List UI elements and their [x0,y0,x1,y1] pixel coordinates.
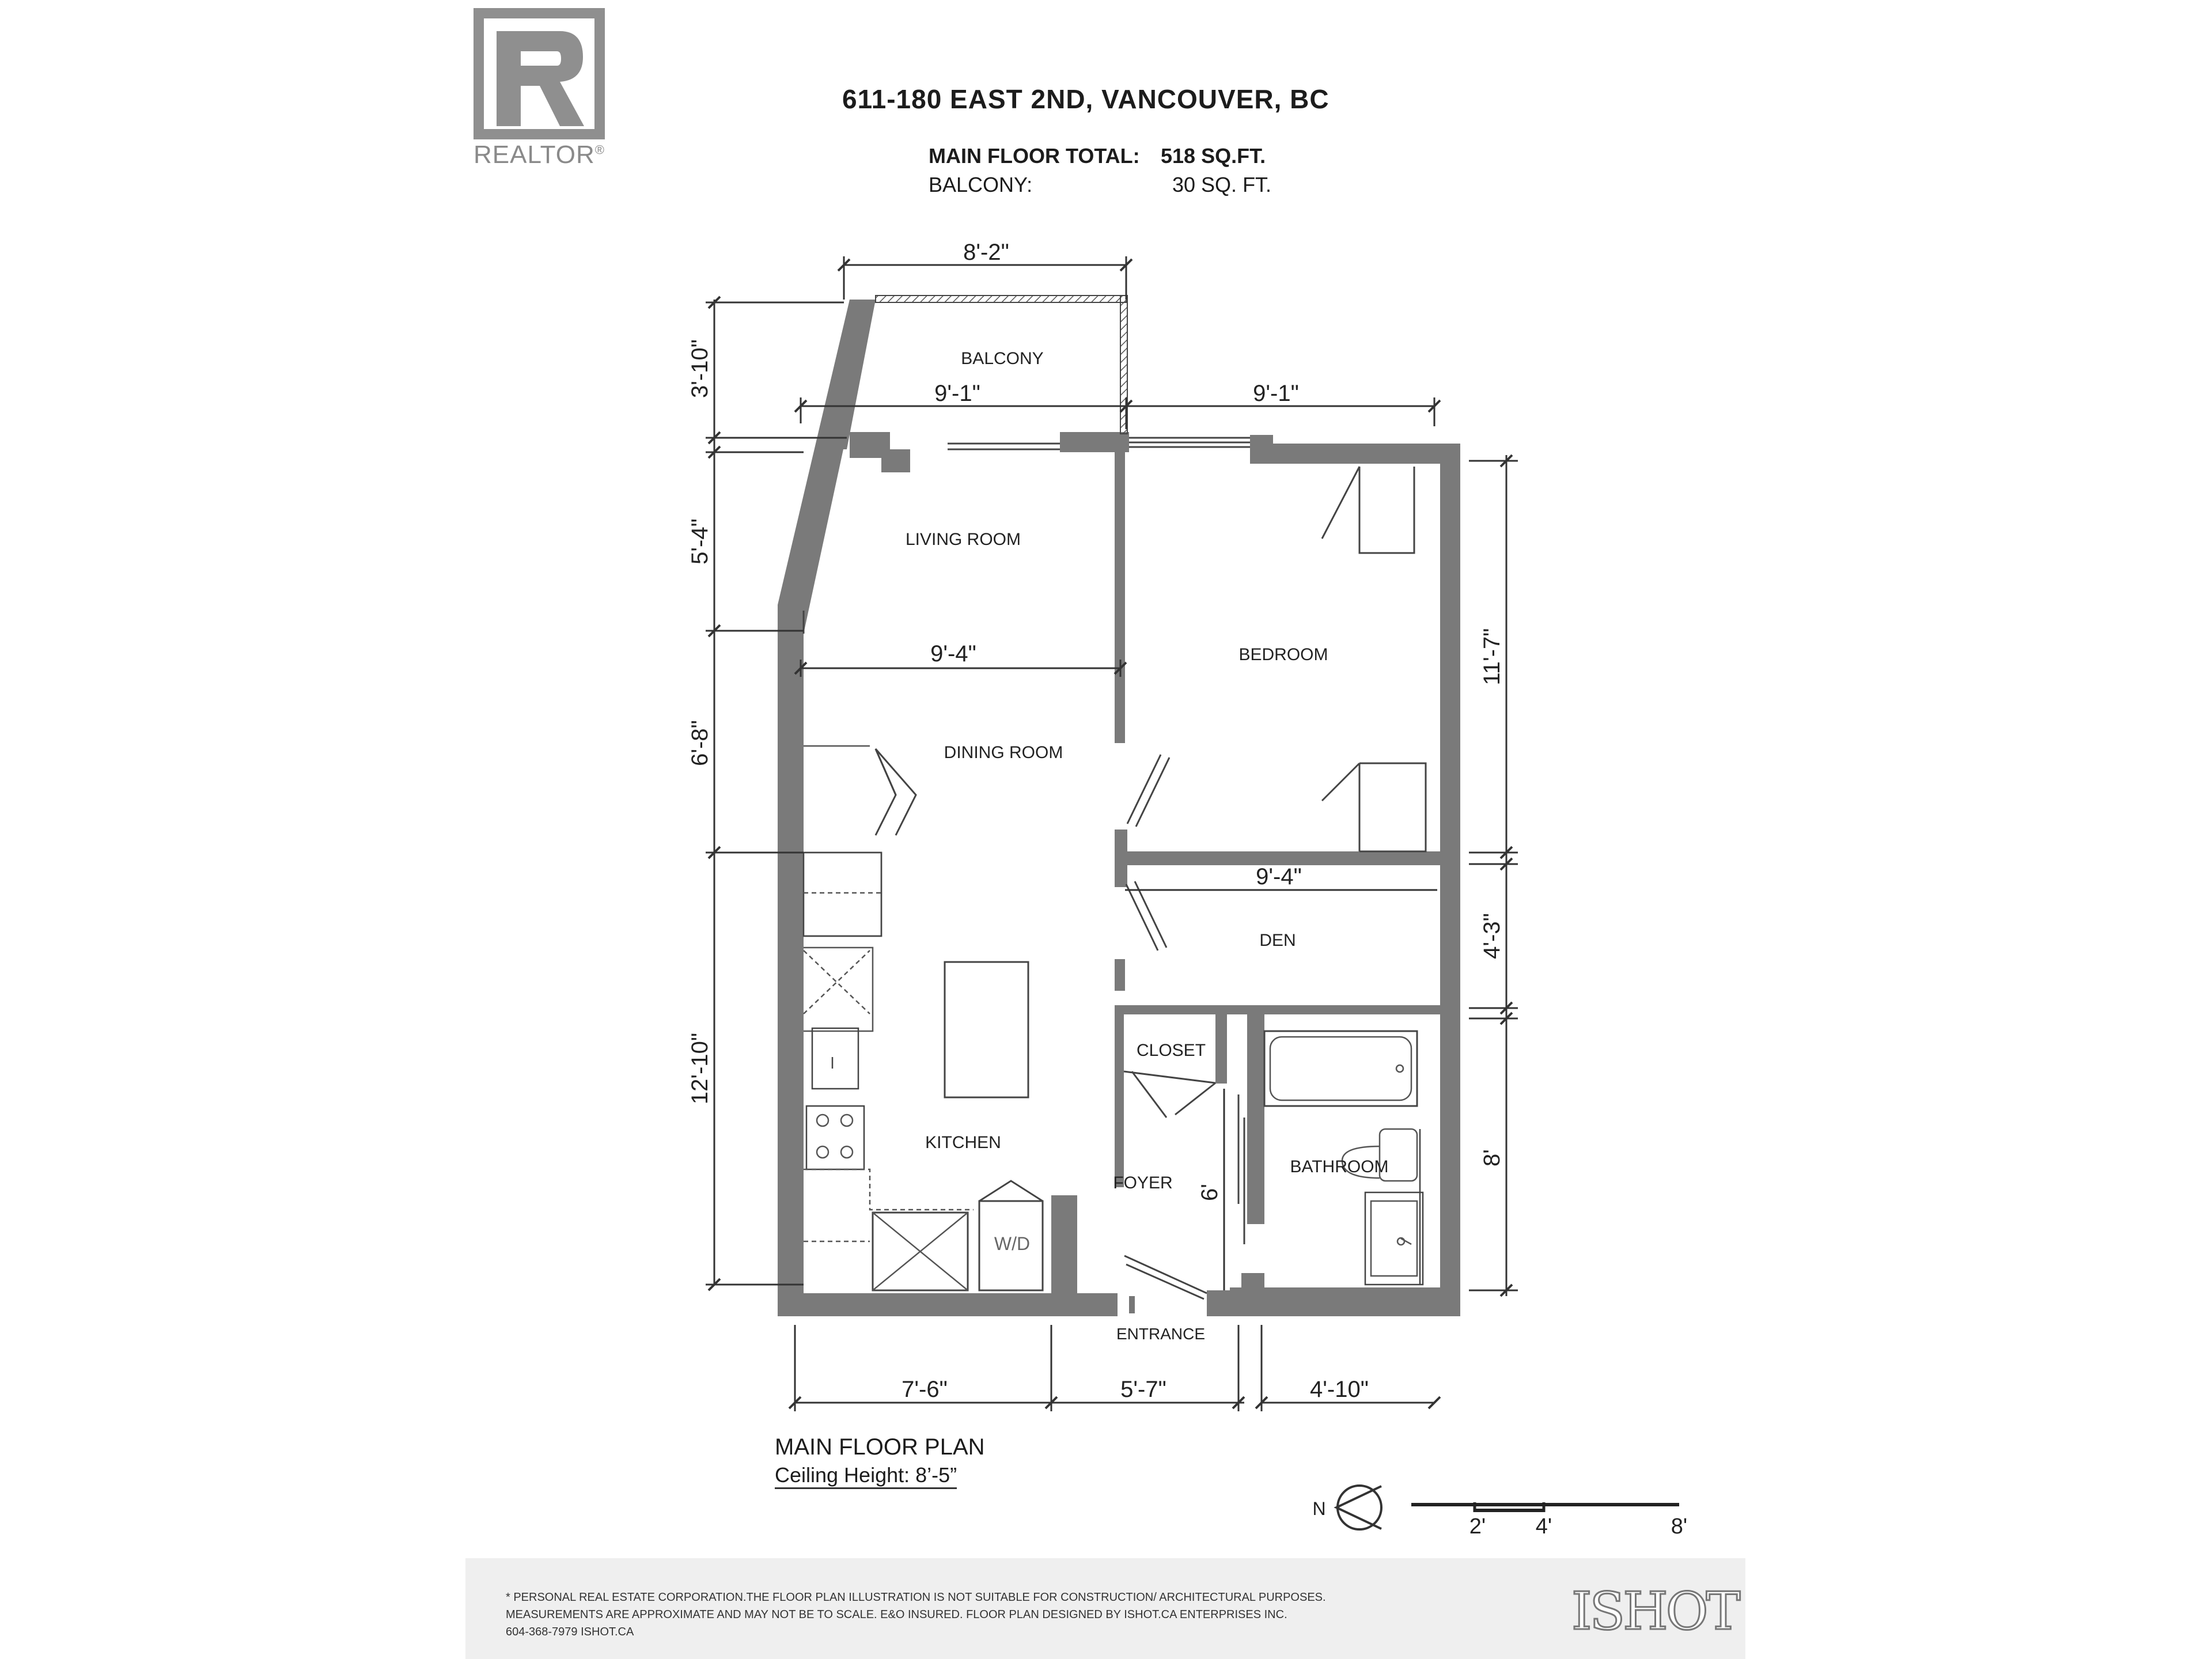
ceiling-height: Ceiling Height: 8’-5” [775,1463,957,1489]
scale-tick-2: 2' [1469,1514,1486,1539]
dim-dining-width: 9'-4" [930,641,976,666]
dim-balcony-width: 8'-2" [963,240,1009,265]
north-arrow-icon: N [1312,1484,1382,1531]
label-wd: W/D [994,1233,1030,1254]
balcony-area-label: BALCONY: [929,173,1033,196]
dim-foyer-depth: 6' [1197,1184,1222,1201]
dim-bedroom-depth: 11'-7" [1479,628,1505,685]
room-label-den: DEN [1259,931,1296,950]
balcony-area-value: 30 SQ. FT. [1172,173,1272,196]
dim-balcony-depth: 3'-10" [687,339,713,398]
ishot-logo: ISHOT [1571,1581,1742,1643]
footer: * PERSONAL REAL ESTATE CORPORATION.THE F… [465,1558,1745,1659]
dim-bath-depth: 8' [1479,1149,1505,1166]
scale-tick-8: 8' [1671,1514,1687,1539]
disclaimer-line-1: * PERSONAL REAL ESTATE CORPORATION.THE F… [506,1591,1326,1604]
label-entrance: ENTRANCE [1116,1325,1205,1343]
room-label-balcony: BALCONY [961,349,1043,368]
dim-bedroom-width: 9'-1" [1253,381,1299,406]
scale-bar: 2' 4' 8' [1411,1502,1687,1539]
realtor-r-icon [474,8,605,139]
room-label-bathroom: BATHROOM [1290,1157,1388,1176]
dim-bottom-left: 7'-6" [902,1377,948,1402]
bathroom-fixtures [1263,1030,1424,1286]
doors [874,466,1427,1300]
dimension-lines [706,256,1518,1411]
room-label-closet: CLOSET [1137,1041,1206,1060]
dim-kitchen-depth: 12'-10" [687,1033,713,1104]
dim-living-width: 9'-1" [934,381,980,406]
disclaimer-line-2: MEASUREMENTS ARE APPROXIMATE AND MAY NOT… [506,1608,1287,1621]
dim-living-depth: 5'-4" [687,518,713,565]
dimension-ticks [707,258,1513,1410]
sliding-doors [802,437,1250,634]
scale-tick-4: 4' [1536,1514,1552,1539]
dim-den-depth: 4'-3" [1479,913,1505,959]
walls [778,300,1460,1316]
realtor-logo: REALTOR® [474,8,606,175]
dim-bottom-right: 4'-10" [1310,1377,1369,1402]
page-title: 611-180 EAST 2ND, VANCOUVER, BC [842,84,1330,114]
room-label-kitchen: KITCHEN [925,1133,1001,1152]
room-label-living: LIVING ROOM [906,530,1021,549]
registered-mark: ® [594,142,605,157]
floor-plan: BALCONY LIVING ROOM DINING ROOM BEDROOM … [687,240,1687,1539]
plan-title: MAIN FLOOR PLAN [775,1434,985,1460]
dim-den-width: 9'-4" [1256,864,1302,889]
main-floor-label: MAIN FLOOR TOTAL: [929,144,1140,168]
dim-dining-depth: 6'-8" [687,720,713,766]
room-label-dining: DINING ROOM [944,743,1063,762]
dim-bottom-mid: 5'-7" [1120,1377,1166,1402]
realtor-text: REALTOR [474,141,595,169]
room-label-bedroom: BEDROOM [1238,645,1328,664]
kitchen-fixtures [802,745,1044,1291]
disclaimer-line-3: 604-368-7979 ISHOT.CA [506,1626,634,1638]
north-label: N [1312,1498,1325,1519]
main-floor-value: 518 SQ.FT. [1161,144,1266,168]
room-label-foyer: FOYER [1113,1173,1172,1192]
